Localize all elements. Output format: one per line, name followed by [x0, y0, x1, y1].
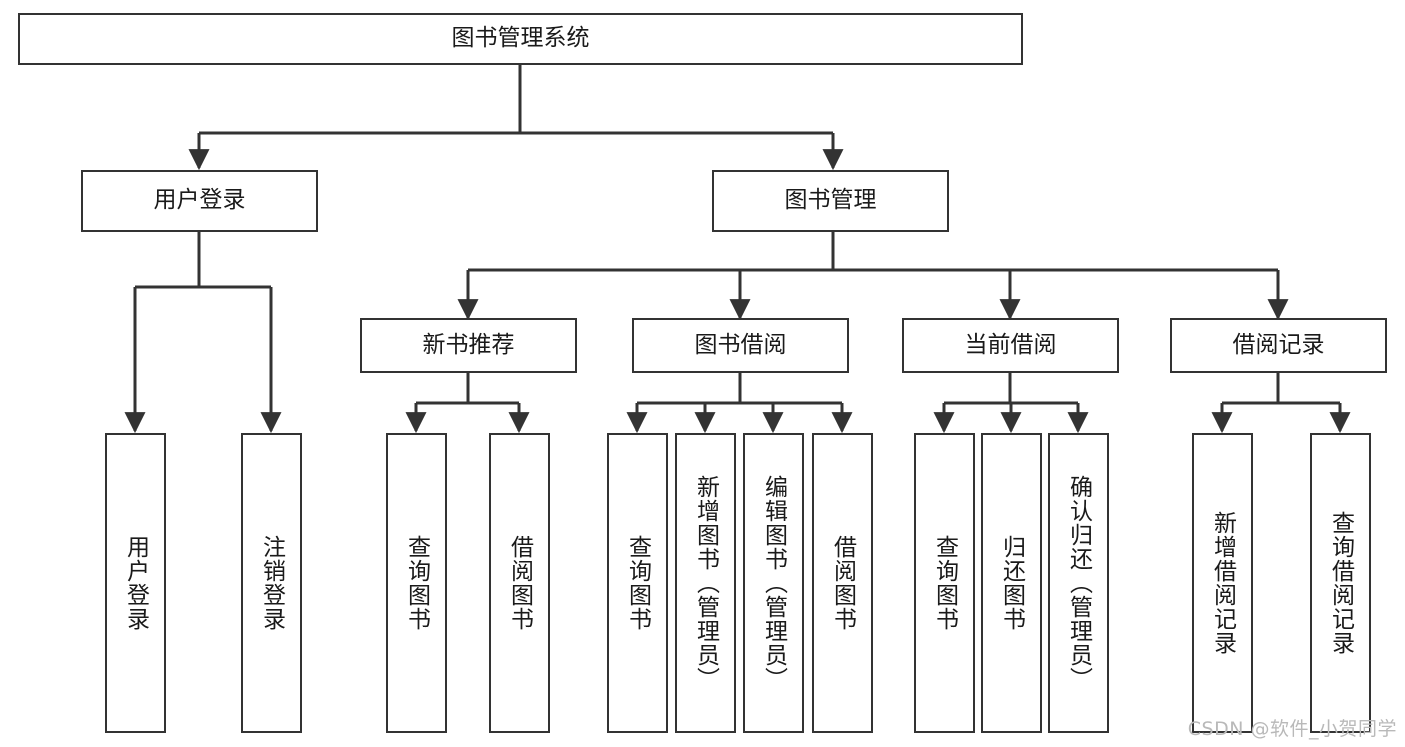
node-user-login[interactable]: 用户登录 [81, 170, 318, 232]
leaf-add-record[interactable]: 新增借阅记录 [1192, 433, 1253, 733]
leaf-borrow-book-1[interactable]: 借阅图书 [489, 433, 550, 733]
node-book-management-label: 图书管理 [784, 187, 877, 214]
node-book-borrow[interactable]: 图书借阅 [632, 318, 849, 373]
leaf-query-record[interactable]: 查询借阅记录 [1310, 433, 1371, 733]
leaf-add-record-label: 新增借阅记录 [1209, 511, 1236, 655]
csdn-watermark: CSDN @软件_小贺同学 [1187, 718, 1397, 740]
leaf-query-book-3-label: 查询图书 [931, 535, 958, 631]
node-root[interactable]: 图书管理系统 [18, 13, 1023, 65]
leaf-return-book-label: 归还图书 [998, 535, 1025, 631]
leaf-add-book-label: 新增图书（管理员） [692, 475, 719, 691]
leaf-confirm-return-label: 确认归还（管理员） [1065, 475, 1092, 691]
leaf-logout-login[interactable]: 注销登录 [241, 433, 302, 733]
leaf-borrow-book-2[interactable]: 借阅图书 [812, 433, 873, 733]
node-book-management[interactable]: 图书管理 [712, 170, 949, 232]
leaf-return-book[interactable]: 归还图书 [981, 433, 1042, 733]
node-new-book-recommend[interactable]: 新书推荐 [360, 318, 577, 373]
node-current-borrow[interactable]: 当前借阅 [902, 318, 1119, 373]
leaf-user-login[interactable]: 用户登录 [105, 433, 166, 733]
leaf-query-book-1[interactable]: 查询图书 [386, 433, 447, 733]
node-root-label: 图书管理系统 [451, 25, 590, 52]
node-borrow-record[interactable]: 借阅记录 [1170, 318, 1387, 373]
leaf-query-record-label: 查询借阅记录 [1327, 511, 1354, 655]
node-book-borrow-label: 图书借阅 [694, 331, 787, 358]
leaf-query-book-1-label: 查询图书 [403, 535, 430, 631]
leaf-query-book-3[interactable]: 查询图书 [914, 433, 975, 733]
leaf-query-book-2-label: 查询图书 [624, 535, 651, 631]
leaf-borrow-book-1-label: 借阅图书 [506, 535, 533, 631]
leaf-edit-book-label: 编辑图书（管理员） [760, 475, 787, 691]
leaf-query-book-2[interactable]: 查询图书 [607, 433, 668, 733]
node-new-book-recommend-label: 新书推荐 [422, 331, 515, 358]
leaf-logout-login-label: 注销登录 [258, 535, 285, 631]
leaf-confirm-return[interactable]: 确认归还（管理员） [1048, 433, 1109, 733]
node-current-borrow-label: 当前借阅 [964, 331, 1057, 358]
node-borrow-record-label: 借阅记录 [1232, 331, 1325, 358]
node-user-login-label: 用户登录 [153, 187, 246, 214]
leaf-add-book[interactable]: 新增图书（管理员） [675, 433, 736, 733]
leaf-user-login-label: 用户登录 [122, 535, 149, 631]
leaf-borrow-book-2-label: 借阅图书 [829, 535, 856, 631]
leaf-edit-book[interactable]: 编辑图书（管理员） [743, 433, 804, 733]
